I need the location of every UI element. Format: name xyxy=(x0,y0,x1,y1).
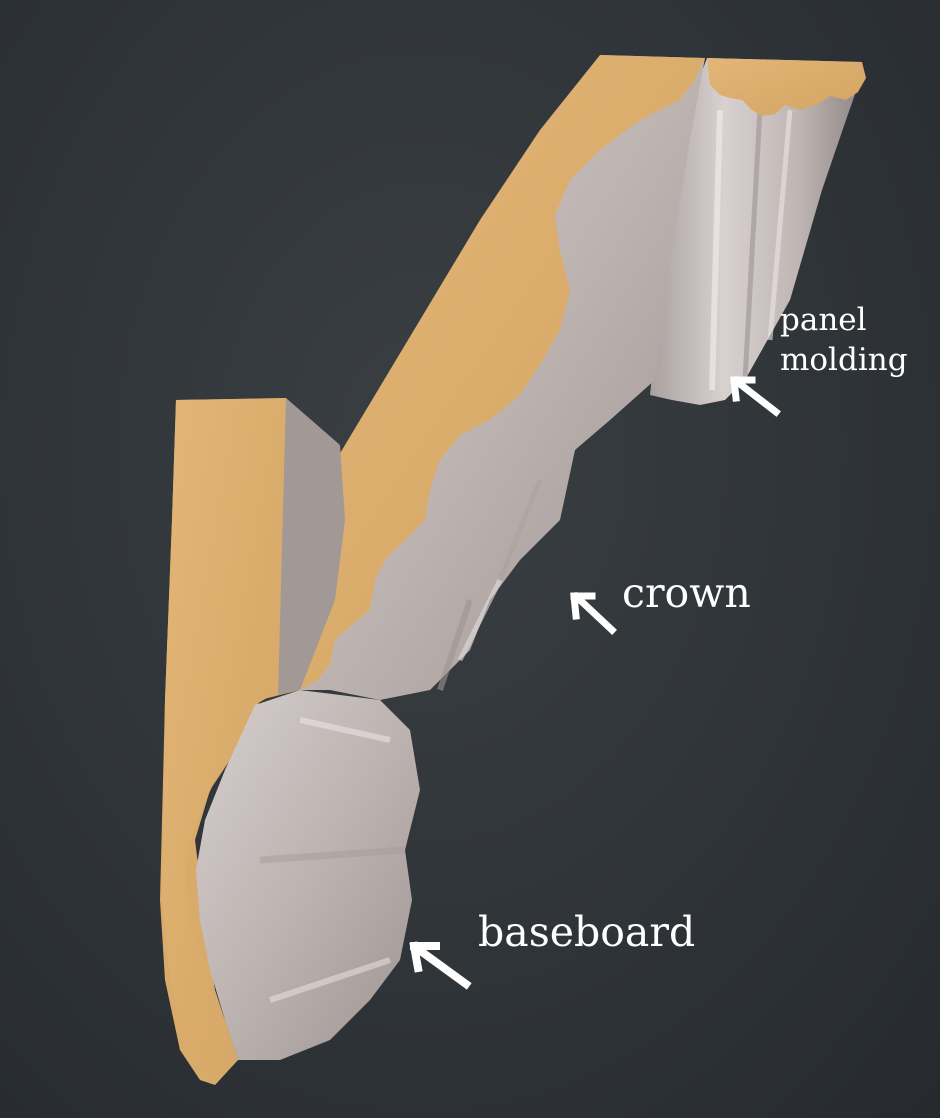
crown-molding-piece xyxy=(272,55,705,700)
baseboard-label: baseboard xyxy=(478,908,696,956)
arrow-up-left-icon xyxy=(730,376,781,417)
baseboard-piece xyxy=(160,398,420,1085)
panel-label-line2: molding xyxy=(780,342,908,378)
arrow-up-left-icon xyxy=(409,941,472,990)
arrow-up-left-icon xyxy=(570,592,617,635)
panel-label-line1: panel xyxy=(780,302,867,338)
panel-molding-label: panel molding xyxy=(780,300,908,380)
panel-molding-piece xyxy=(650,58,866,405)
crown-label: crown xyxy=(622,569,751,617)
